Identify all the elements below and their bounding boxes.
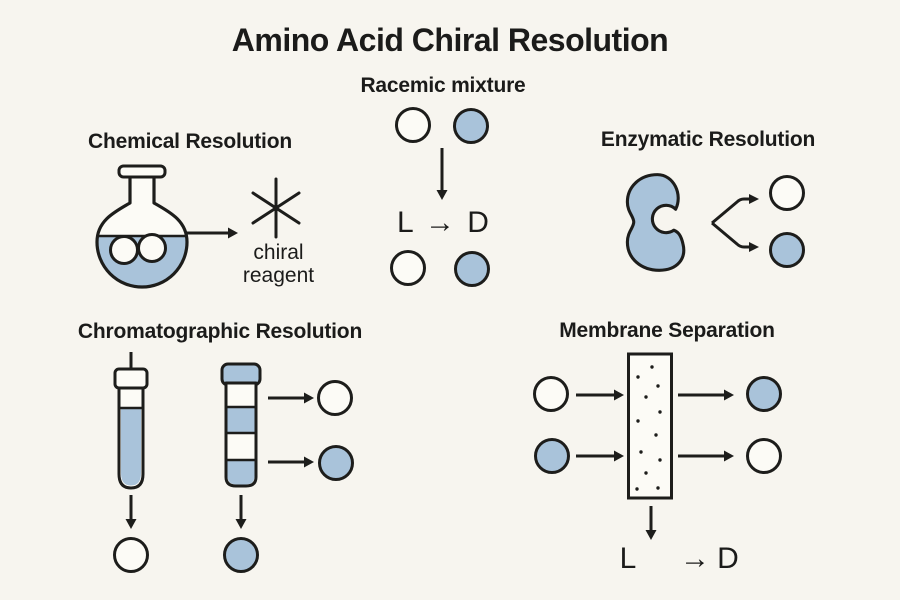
chromatography-column-icon bbox=[220, 362, 262, 488]
membrane-separation-label: Membrane Separation bbox=[559, 319, 775, 342]
enzyme-icon bbox=[625, 173, 686, 272]
d-enantiomer-circle bbox=[534, 438, 570, 474]
l-enantiomer-circle bbox=[317, 380, 353, 416]
branch-arrows-icon bbox=[711, 194, 759, 252]
d-label: D bbox=[717, 542, 739, 575]
test-tube-icon bbox=[113, 352, 149, 490]
d-enantiomer-circle bbox=[746, 376, 782, 412]
d-enantiomer-circle bbox=[223, 537, 259, 573]
arrow-down-icon bbox=[125, 495, 137, 529]
chromatographic-resolution-label: Chromatographic Resolution bbox=[77, 320, 363, 343]
arrow-right-icon bbox=[186, 227, 238, 239]
chemical-resolution-label: Chemical Resolution bbox=[88, 130, 292, 153]
arrow-right-icon bbox=[576, 389, 624, 401]
l-enantiomer-circle bbox=[113, 537, 149, 573]
chiral-reagent-label-line1: chiral bbox=[253, 241, 304, 264]
arrow-right-icon bbox=[576, 450, 624, 462]
arrow-down-icon bbox=[436, 148, 448, 200]
racemic-mixture-label: Racemic mixture bbox=[360, 74, 526, 97]
l-enantiomer-circle bbox=[746, 438, 782, 474]
arrow-down-icon bbox=[235, 495, 247, 529]
d-enantiomer-circle bbox=[769, 232, 805, 268]
chiral-reagent-label: chiral reagent bbox=[206, 241, 351, 287]
l-enantiomer-circle bbox=[533, 376, 569, 412]
d-enantiomer-circle bbox=[454, 251, 490, 287]
arrow-right-icon bbox=[268, 456, 314, 468]
arrow-down-icon bbox=[645, 506, 657, 540]
l-enantiomer-circle bbox=[769, 175, 805, 211]
page-title: Amino Acid Chiral Resolution bbox=[231, 22, 669, 58]
l-enantiomer-circle bbox=[390, 250, 426, 286]
chiral-reagent-label-line2: reagent bbox=[242, 264, 315, 287]
l-to-d-arrow-glyph: → bbox=[680, 542, 710, 575]
d-enantiomer-circle bbox=[318, 445, 354, 481]
chiral-reagent-star-icon bbox=[251, 177, 301, 239]
l-enantiomer-circle bbox=[395, 107, 431, 143]
membrane-icon bbox=[627, 352, 673, 500]
l-to-d-conversion-label: L → D bbox=[397, 206, 491, 239]
enzymatic-resolution-label: Enzymatic Resolution bbox=[600, 128, 816, 151]
flask-icon bbox=[95, 164, 189, 289]
arrow-right-icon bbox=[678, 389, 734, 401]
d-enantiomer-circle bbox=[453, 108, 489, 144]
l-label: L bbox=[619, 542, 637, 575]
arrow-right-icon bbox=[268, 392, 314, 404]
arrow-right-icon bbox=[678, 450, 734, 462]
